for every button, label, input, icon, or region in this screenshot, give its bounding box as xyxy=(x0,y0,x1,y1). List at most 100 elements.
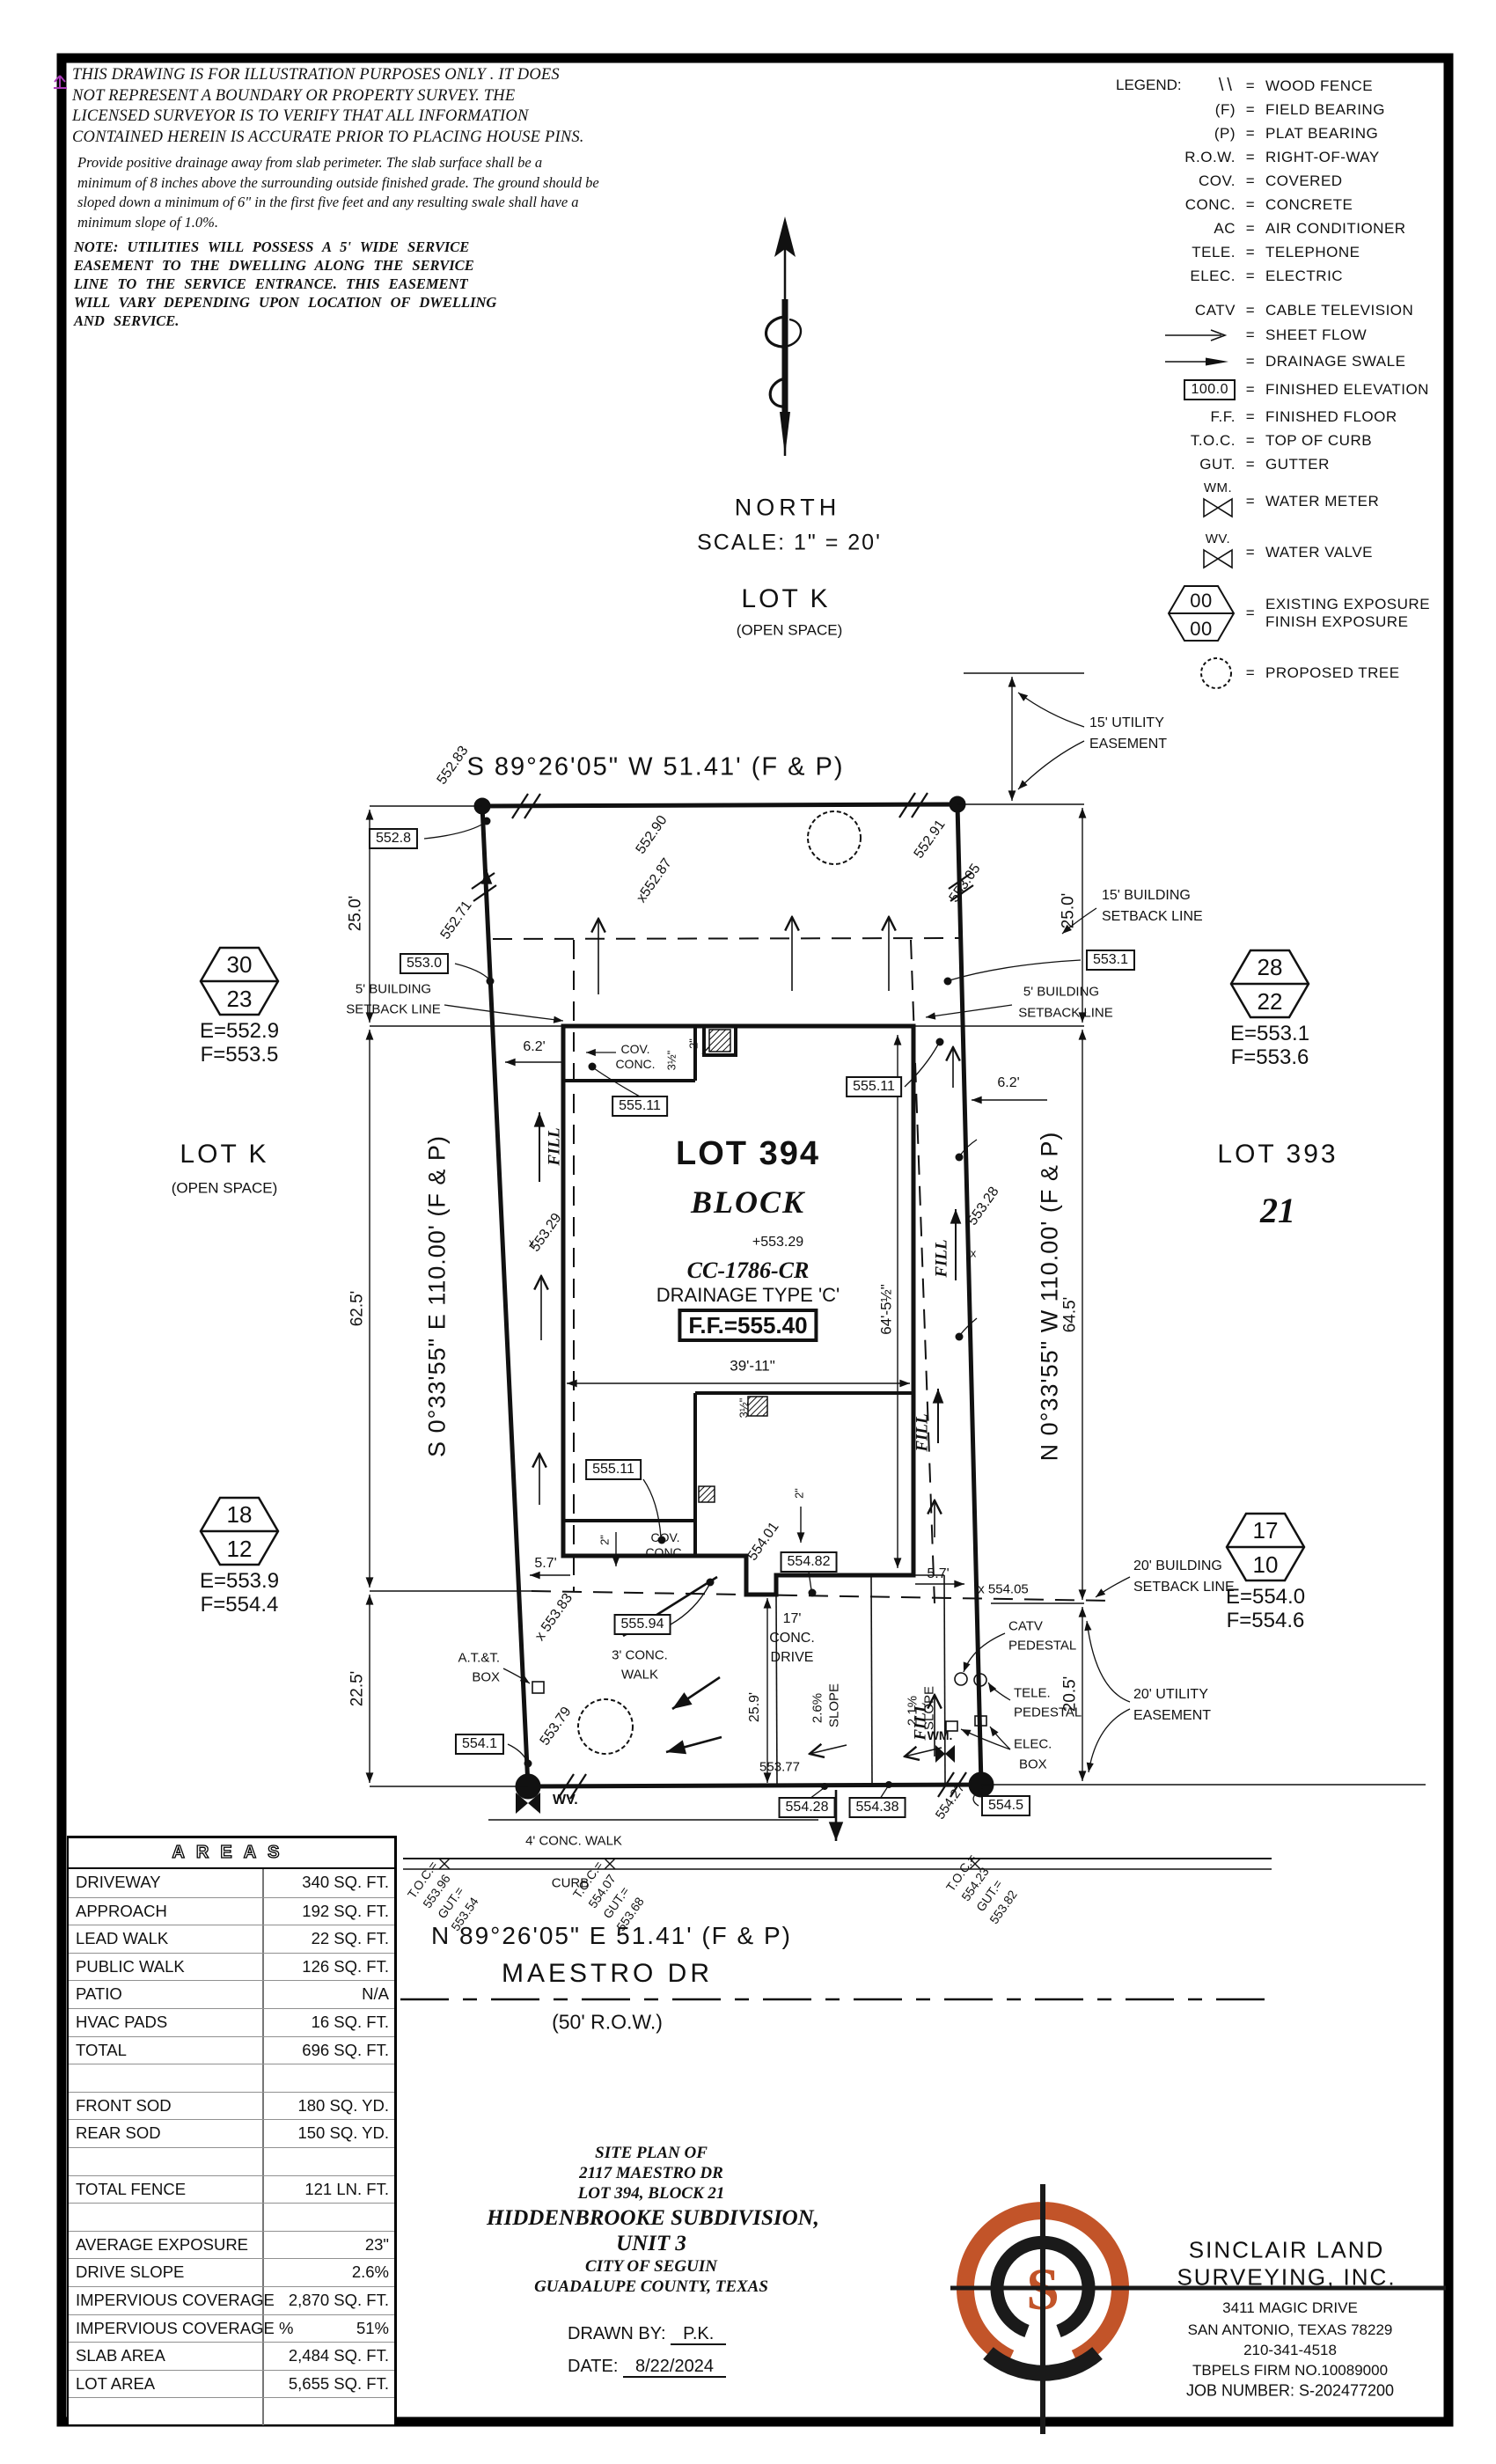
legend-row: CATV=CABLE TELEVISION xyxy=(1111,298,1448,322)
plan-label: CONC. xyxy=(769,1631,815,1646)
legend-key: CONC. xyxy=(1184,195,1236,213)
legend-value: TOP OF CURB xyxy=(1265,431,1373,449)
note-line: AND SERVICE. xyxy=(74,312,180,329)
areas-row-value xyxy=(264,2204,394,2231)
plan-label: SETBACK LINE xyxy=(1102,909,1203,924)
legend-row: =PROPOSED TREE xyxy=(1111,649,1448,698)
areas-row-label: APPROACH xyxy=(69,1897,264,1925)
utility-easement-note: NOTE: UTILITIES WILL POSSESS A 5' WIDE S… xyxy=(74,238,496,330)
plan-label: 39'-11" xyxy=(730,1357,775,1375)
legend-value: WATER VALVE xyxy=(1265,544,1374,561)
plan-label: 553.0 xyxy=(399,953,450,974)
plan-label: FILL xyxy=(913,1413,932,1452)
legend-row: =SHEET FLOW xyxy=(1111,322,1448,348)
svg-text:F=554.6: F=554.6 xyxy=(1227,1609,1305,1632)
areas-row-value: 23" xyxy=(364,2234,389,2254)
drawn-by-label: DRAWN BY: xyxy=(568,2324,666,2343)
plan-label: SETBACK LINE xyxy=(346,1001,441,1017)
plan-label: LOT 394 xyxy=(676,1135,820,1172)
proposed-tree-icon xyxy=(577,1698,634,1755)
plan-label: 3' CONC. xyxy=(612,1647,668,1663)
legend-key: F.F. xyxy=(1210,407,1236,425)
water-valve-icon xyxy=(516,1793,540,1814)
legend-key: TELE. xyxy=(1192,243,1236,260)
svg-text:30: 30 xyxy=(227,951,253,978)
plan-label: SETBACK LINE xyxy=(1018,1005,1113,1021)
plan-label: PEDESTAL xyxy=(1014,1705,1082,1720)
areas-row-label: DRIVEWAY xyxy=(69,1869,264,1897)
areas-row xyxy=(69,2397,394,2425)
areas-row-value: 22 SQ. FT. xyxy=(311,1929,389,1948)
wood-fence-icon: \\ xyxy=(1218,76,1236,95)
note-line: EASEMENT TO THE DWELLING ALONG THE SERVI… xyxy=(74,257,474,274)
areas-row-label: REAR SOD xyxy=(69,2120,264,2147)
plan-label: WM. xyxy=(927,1728,953,1742)
finished-elevation-icon: 100.0 xyxy=(1111,379,1236,400)
legend-title: LEGEND: xyxy=(1116,77,1182,93)
legend-key: (F) xyxy=(1214,100,1236,118)
drainage-note: Provide positive drainage away from slab… xyxy=(77,153,599,232)
legend-key: (P) xyxy=(1214,124,1236,142)
plan-label: 554.1 xyxy=(454,1734,505,1755)
leader-lines xyxy=(423,692,1131,1807)
plan-label: x 553.83 xyxy=(532,1590,576,1644)
plan-label: 3½" xyxy=(737,1397,751,1419)
plan-label: 2" xyxy=(598,1535,612,1545)
legend-row: TELE.=TELEPHONE xyxy=(1111,240,1448,264)
utility-symbols xyxy=(516,810,987,1814)
legend-value: WOOD FENCE xyxy=(1265,77,1374,94)
areas-row-value xyxy=(264,2398,394,2425)
areas-row-value: 2.6% xyxy=(351,2262,389,2282)
areas-row-value: 192 SQ. FT. xyxy=(302,1901,389,1920)
plan-label: 555.11 xyxy=(612,1096,668,1117)
elec-box-icon xyxy=(974,1715,987,1727)
plan-label: CATV xyxy=(1008,1618,1043,1634)
disclaimer-note: THIS DRAWING IS FOR ILLUSTRATION PURPOSE… xyxy=(72,65,584,148)
plan-label: (50' R.O.W.) xyxy=(552,2010,663,2034)
firm-address-1: 3411 MAGIC DRIVE xyxy=(1222,2299,1358,2316)
plan-label: 2" xyxy=(792,1488,806,1499)
note-line: sloped down a minimum of 6" in the first… xyxy=(77,194,579,210)
plan-label: LOT 393 xyxy=(1217,1140,1338,1169)
title-unit: UNIT 3 xyxy=(616,2232,686,2255)
plan-label: PEDESTAL xyxy=(1008,1638,1077,1654)
plan-label: 20' UTILITY xyxy=(1133,1687,1208,1702)
plan-label: BOX xyxy=(472,1669,500,1685)
areas-row xyxy=(69,2203,394,2231)
legend: \\=WOOD FENCE(F)=FIELD BEARING(P)=PLAT B… xyxy=(1111,74,1448,698)
legend-row: R.O.W.=RIGHT-OF-WAY xyxy=(1111,145,1448,169)
plan-label: 5.7' xyxy=(534,1556,557,1571)
areas-row-label: HVAC PADS xyxy=(69,2008,264,2036)
plan-label: 553.1 xyxy=(1085,950,1136,971)
north-arrow-icon xyxy=(765,216,803,456)
plan-label: N 89°26'05" E 51.41' (F & P) xyxy=(430,1922,793,1949)
title-site-plan-of: SITE PLAN OF xyxy=(595,2144,708,2162)
legend-row: GUT.=GUTTER xyxy=(1111,452,1448,476)
firm-number: TBPELS FIRM NO.10089000 xyxy=(1192,2362,1389,2379)
svg-text:12: 12 xyxy=(227,1536,253,1562)
title-county: GUADALUPE COUNTY, TEXAS xyxy=(534,2277,768,2296)
areas-table-title: AREAS xyxy=(69,1838,394,1869)
plan-label: MAESTRO DR xyxy=(501,1959,714,1988)
plan-label: CONC. xyxy=(615,1057,656,1071)
date-row: DATE: 8/22/2024 xyxy=(568,2357,726,2378)
plan-label: x 554.05 xyxy=(978,1581,1029,1597)
drainage-swale-icon xyxy=(1111,355,1236,369)
tree-icon xyxy=(1111,653,1236,693)
legend-row: T.O.C.=TOP OF CURB xyxy=(1111,429,1448,452)
areas-row-label: FRONT SOD xyxy=(69,2092,264,2120)
flow-arrows xyxy=(480,869,962,1841)
plan-label: 25.9' xyxy=(747,1691,762,1723)
note-line: NOTE: UTILITIES WILL POSSESS A 5' WIDE S… xyxy=(74,238,470,255)
plan-label: 15' BUILDING xyxy=(1102,888,1191,903)
legend-key: AC xyxy=(1214,219,1236,237)
